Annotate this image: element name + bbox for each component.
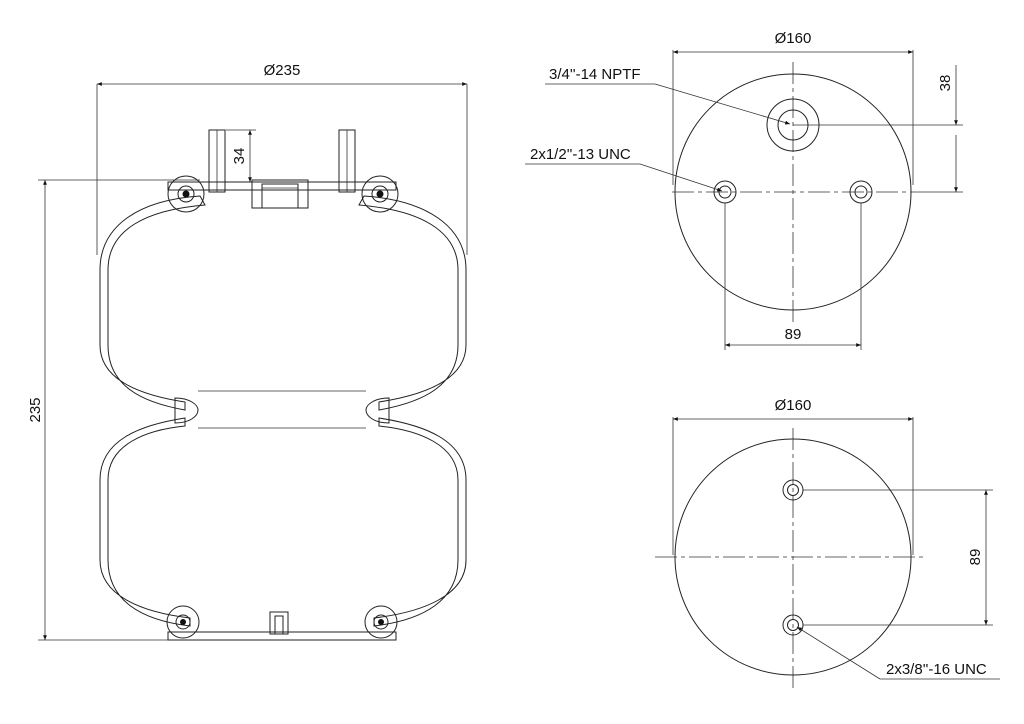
top-diameter-dimension: Ø160 xyxy=(672,30,914,185)
top-thread-label: 2x1/2''-13 UNC xyxy=(530,146,631,163)
bottom-thread-label: 2x3/8''-16 UNC xyxy=(886,661,987,678)
top-view: Ø160 38 89 xyxy=(525,30,963,350)
top-threaded-holes xyxy=(713,180,873,204)
stud-height-dimension: 34 xyxy=(226,129,256,182)
side-height-dimension: 235 xyxy=(27,179,200,641)
side-diameter-dimension: Ø235 xyxy=(96,62,468,255)
top-diameter-label: Ø160 xyxy=(775,30,812,47)
top-hole-spacing-dimension: 89 xyxy=(724,203,862,350)
side-view: Ø235 235 34 xyxy=(27,62,468,641)
bottom-bead-plate xyxy=(166,605,398,641)
bottom-diameter-label: Ø160 xyxy=(775,397,812,414)
port-offset-label: 38 xyxy=(937,75,954,92)
port-leader: 3/4''-14 NPTF xyxy=(545,66,791,125)
bottom-view: Ø160 89 2x3/8''-16 UNC xyxy=(655,397,1000,688)
bottom-thread-leader: 2x3/8''-16 UNC xyxy=(796,626,1000,680)
top-bead-ends xyxy=(167,175,399,213)
top-bead-plate xyxy=(167,179,397,209)
top-hole-spacing-label: 89 xyxy=(785,326,802,343)
side-diameter-label: Ø235 xyxy=(264,62,301,79)
stud-height-label: 34 xyxy=(231,148,248,165)
bottom-hole-spacing-label: 89 xyxy=(967,549,984,566)
top-thread-leader: 2x1/2''-13 UNC xyxy=(525,146,723,192)
bottom-hole-spacing-dimension: 89 xyxy=(803,489,993,626)
port-thread-label: 3/4''-14 NPTF xyxy=(549,66,641,83)
bottom-diameter-dimension: Ø160 xyxy=(672,397,914,555)
bellows-wall xyxy=(99,195,467,627)
side-height-label: 235 xyxy=(27,397,44,422)
port-offset-dimension: 38 xyxy=(793,65,963,193)
